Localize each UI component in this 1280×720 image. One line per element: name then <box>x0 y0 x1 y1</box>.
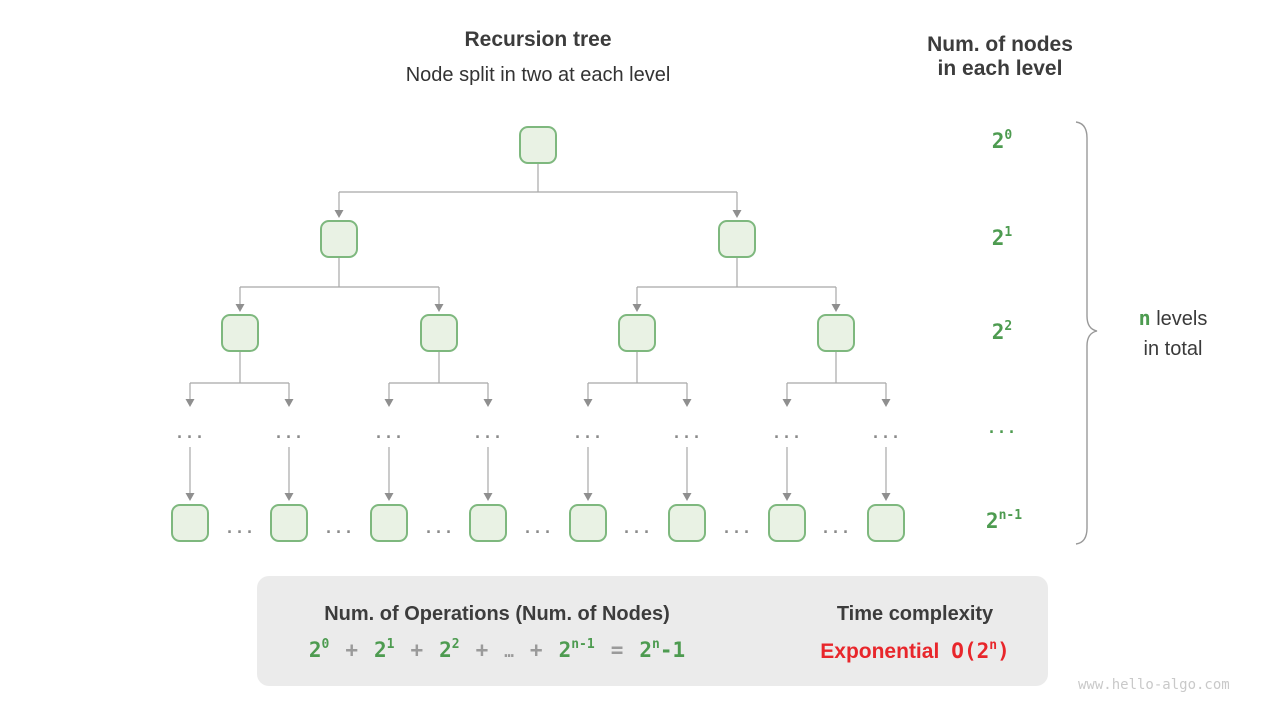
operations-title: Num. of Operations (Num. of Nodes) <box>324 603 670 625</box>
tree-node-root <box>519 126 557 164</box>
big-o-notation: O(2n) <box>951 638 1010 663</box>
ellipsis-separator: ... <box>224 519 256 537</box>
n-variable: n <box>1138 306 1151 330</box>
brace-label-line1: n levels <box>1138 306 1208 330</box>
complexity-word: Exponential <box>820 640 940 663</box>
ellipsis-level: ... <box>373 424 405 442</box>
ellipsis-separator: ... <box>323 519 355 537</box>
level-label-2: 22 <box>991 319 1013 344</box>
right-header-line1: Num. of nodes <box>927 33 1073 56</box>
ellipsis-level: ... <box>472 424 504 442</box>
formula-term: 21 <box>373 637 395 662</box>
ellipsis-level: ... <box>671 424 703 442</box>
equals-operator: = <box>610 638 624 662</box>
formula-term: 22 <box>439 637 460 662</box>
plus-operator: + <box>410 638 424 662</box>
operations-formula: 20 + 21 + 22 + … + 2n-1 = 2n-1 <box>287 638 707 662</box>
diagram-subtitle: Node split in two at each level <box>405 64 671 86</box>
level-label-dots: ... <box>986 419 1018 437</box>
watermark: www.hello-algo.com <box>1078 677 1230 693</box>
level-label-n-1: 2n-1 <box>985 508 1023 533</box>
formula-result: 2n-1 <box>639 637 686 662</box>
tree-node <box>618 314 656 352</box>
ellipsis-separator: ... <box>820 519 852 537</box>
brace-label: n levels in total <box>1108 306 1238 361</box>
ellipsis-level: ... <box>572 424 604 442</box>
summary-box <box>257 576 1048 686</box>
diagram-title: Recursion tree <box>464 28 612 51</box>
plus-operator: + <box>475 638 489 662</box>
brace-label-line2: in total <box>1143 338 1203 360</box>
ellipsis-separator: ... <box>522 519 554 537</box>
curly-brace <box>1075 121 1098 545</box>
time-complexity-title: Time complexity <box>836 603 994 625</box>
tree-node <box>668 504 706 542</box>
plus-operator: + <box>345 638 358 662</box>
right-column-header: Num. of nodes in each level <box>890 33 1110 81</box>
tree-node <box>420 314 458 352</box>
tree-node <box>569 504 607 542</box>
formula-ellipsis: … <box>504 642 514 661</box>
complexity-value: Exponential O(2n) <box>790 639 1040 664</box>
ellipsis-level: ... <box>870 424 902 442</box>
plus-operator: + <box>529 638 543 662</box>
tree-node <box>320 220 358 258</box>
ellipsis-level: ... <box>771 424 803 442</box>
tree-node <box>718 220 756 258</box>
arrowheads <box>185 210 891 501</box>
ellipsis-level: ... <box>273 424 305 442</box>
tree-node <box>270 504 308 542</box>
tree-node <box>171 504 209 542</box>
tree-node <box>370 504 408 542</box>
formula-term: 20 <box>308 637 330 662</box>
ellipsis-separator: ... <box>621 519 653 537</box>
ellipsis-separator: ... <box>721 519 753 537</box>
right-header-line2: in each level <box>937 57 1063 80</box>
tree-node <box>469 504 507 542</box>
level-label-1: 21 <box>991 225 1013 250</box>
tree-node <box>221 314 259 352</box>
ellipsis-separator: ... <box>423 519 455 537</box>
tree-node <box>817 314 855 352</box>
connector-lines <box>189 163 887 493</box>
tree-node <box>768 504 806 542</box>
tree-node <box>867 504 905 542</box>
formula-term: 2n-1 <box>558 637 595 662</box>
level-label-0: 20 <box>991 128 1013 153</box>
ellipsis-level: ... <box>174 424 206 442</box>
